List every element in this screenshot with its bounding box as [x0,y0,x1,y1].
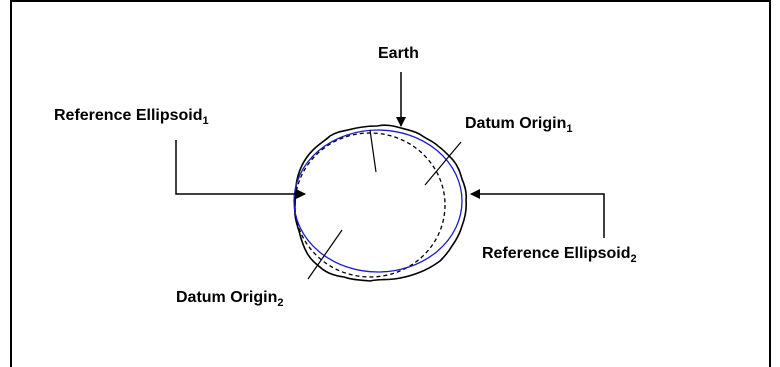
radius-line [370,130,376,172]
ref-ellipsoid-1-leader [176,140,305,194]
reference-ellipsoid-2-label: Reference Ellipsoid2 [482,246,637,265]
ref-ellipsoid-2-leader [471,194,604,238]
reference-ellipsoid-1-label: Reference Ellipsoid1 [54,108,209,127]
datum-origin-1-label: Datum Origin1 [465,116,572,135]
datum-origin-2-label: Datum Origin2 [176,290,283,309]
reference-ellipsoid-1-line [295,133,445,277]
earth-label: Earth [378,46,419,62]
